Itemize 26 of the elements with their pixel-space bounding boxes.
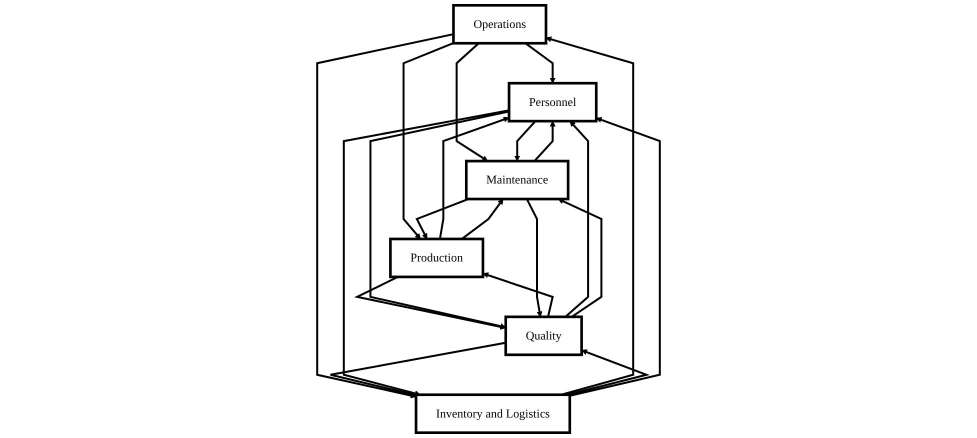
node-box: Maintenance [464,160,570,200]
arrow [524,42,556,84]
node-box: Operations [452,4,548,45]
arrow [514,120,536,162]
arrow [526,198,542,318]
arrow [482,272,554,318]
node-box: Inventory and Logistics [414,393,572,434]
arrow [546,36,634,396]
node-box: Personnel [508,82,598,122]
arrow [534,120,556,162]
arrow [369,110,510,329]
arrow [330,342,506,397]
arrow [456,42,488,162]
arrow [354,276,506,330]
arrow [415,198,469,240]
arrow [402,42,454,240]
arrow [567,349,650,396]
arrow [438,116,510,240]
arrow [342,109,510,396]
arrow [570,117,661,397]
node-box: Quality [504,316,583,356]
arrow [558,198,602,318]
arrow [564,120,590,318]
node-box: Production [389,238,484,278]
arrow [461,198,504,240]
arrow [316,33,454,398]
